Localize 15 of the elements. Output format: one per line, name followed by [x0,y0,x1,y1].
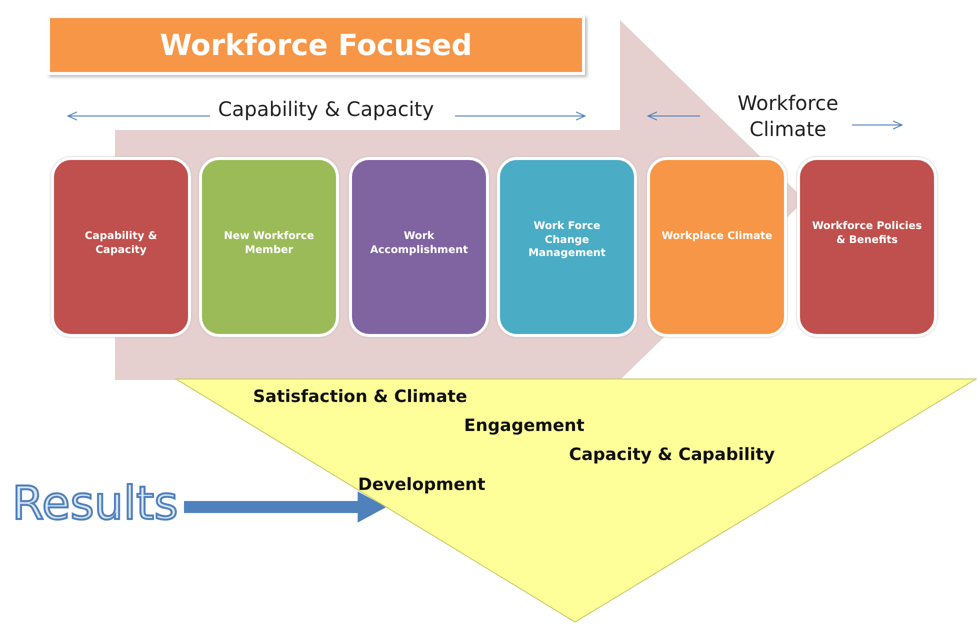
process-box: New Workforce Member [199,157,339,337]
process-box: Work Force Change Management [497,157,637,337]
result-text: Satisfaction & Climate [253,387,468,407]
block-arrow [184,491,386,523]
outlined-heading: Results [12,476,178,530]
process-box: Capability & Capacity [51,157,191,337]
span-label: Capability & Capacity [218,97,434,121]
title-banner: Workforce Focused [47,15,585,75]
span-label: Workforce Climate [736,90,840,142]
process-box: Work Accomplishment [349,157,489,337]
result-text: Development [358,475,486,495]
result-text: Engagement [464,416,585,436]
result-text: Capacity & Capability [569,445,775,465]
process-box: Workforce Policies & Benefits [797,157,937,337]
process-box: Workplace Climate [647,157,787,337]
